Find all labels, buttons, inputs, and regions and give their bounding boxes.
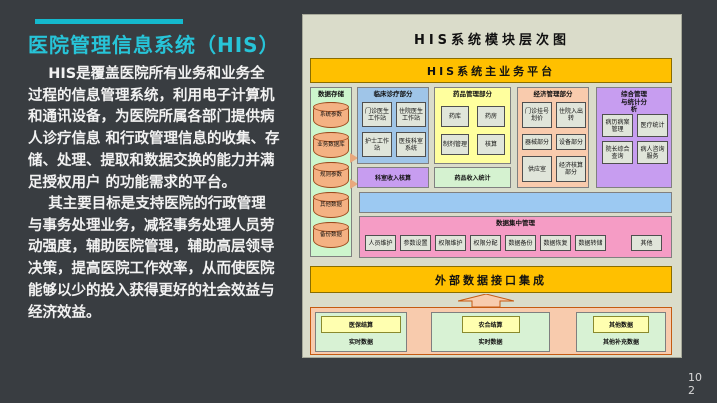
diagram-title: HIS系统模块层次图 (413, 33, 571, 48)
drug-management-panel: 药品管理部分 药库 药房 制剂管理 核算 (434, 87, 511, 164)
module-box: 器械部分 (522, 134, 552, 150)
module-box: 其他 (631, 235, 662, 251)
module-box: 设备部分 (556, 134, 586, 150)
database-cylinder: 其他数据 (313, 192, 349, 218)
settlement-box: 农合结算 (461, 316, 520, 333)
module-box: 数据转储 (575, 235, 606, 251)
module-box: 权限维护 (435, 235, 466, 251)
module-box: 药库 (441, 106, 469, 127)
module-box: 参数设置 (400, 235, 431, 251)
module-box: 医疗统计 (637, 114, 668, 137)
module-box: 数据恢复 (540, 235, 571, 251)
page-title: 医院管理信息系统（HIS） (28, 33, 280, 57)
drug-panel-title: 药品管理部分 (453, 90, 492, 98)
economic-management-panel: 经济管理部分 门诊挂号划价 住院入出转 器械部分 设备部分 供应室 经济核算部分 (517, 87, 589, 188)
module-box: 药房 (477, 106, 505, 127)
comprehensive-panel-title: 综合管理与统计分析 (621, 90, 647, 113)
his-module-diagram: HIS系统模块层次图 HIS系统主业务平台 数据存储 系统参数 业务数据库 规则… (302, 14, 682, 358)
module-box: 门诊挂号划价 (522, 102, 552, 128)
platform-banner: HIS系统主业务平台 (310, 58, 672, 83)
settlement-caption: 实时数据 (478, 339, 503, 346)
data-management-title: 数据集中管理 (496, 219, 535, 227)
storage-panel-title: 数据存储 (318, 90, 344, 98)
module-box: 住院入出转 (556, 102, 586, 128)
settlement-caption: 其他补充数据 (602, 339, 639, 346)
module-box: 制剂管理 (441, 134, 469, 155)
body-paragraph-2: 其主要目标是支持医院的行政管理 与事务处理业务，减轻事务处理人员劳 动强度，辅助… (28, 196, 275, 321)
settlement-panel: 医保结算 实时数据 农合结算 实时数据 其他数据 其他补充数据 (310, 307, 672, 355)
module-box: 病人咨询服务 (637, 141, 668, 164)
database-cylinder: 规则参数 (313, 162, 349, 188)
module-box: 权限分配 (470, 235, 501, 251)
module-box: 护士工作站 (362, 132, 392, 157)
external-interface-banner: 外部数据接口集成 (310, 266, 672, 293)
right-arrow-connector-icon (350, 179, 358, 189)
module-box: 院长综合查询 (602, 141, 633, 164)
module-box: 核算 (477, 134, 505, 155)
data-storage-panel: 数据存储 系统参数 业务数据库 规则参数 其他数据 备份数据 (310, 87, 352, 257)
module-box: 供应室 (522, 156, 552, 182)
data-management-panel: 数据集中管理 人员维护 参数设置 权限维护 权限分配 数据备份 数据恢复 数据转… (359, 216, 672, 258)
page-number: 102 (688, 371, 702, 397)
settlement-caption: 实时数据 (348, 339, 373, 346)
module-box: 经济核算部分 (556, 156, 586, 182)
clinical-panel-title: 临床诊疗部分 (373, 90, 413, 98)
title-accent-bar (35, 19, 183, 24)
settlement-group: 医保结算 实时数据 (315, 312, 407, 352)
settlement-box: 其他数据 (593, 316, 649, 333)
module-box: 人员维护 (365, 235, 396, 251)
clinical-treatment-panel: 临床诊疗部分 门诊医生工作站 住院医生工作站 护士工作站 医技科室系统 (357, 87, 429, 164)
module-box: 数据备份 (505, 235, 536, 251)
database-cylinder: 备份数据 (313, 222, 349, 248)
settlement-group: 其他数据 其他补充数据 (576, 312, 666, 352)
body-paragraph-1: HIS是覆盖医院所有业务和业务全 过程的信息管理系统，利用电子计算机 和通讯设备… (28, 66, 280, 191)
blue-spacer-bar (359, 192, 672, 213)
database-cylinder: 业务数据库 (313, 132, 349, 158)
module-box: 病历病案管理 (602, 114, 633, 137)
drug-revenue-bar: 药品收入统计 (434, 167, 511, 188)
module-box: 住院医生工作站 (396, 102, 426, 127)
module-box: 医技科室系统 (396, 132, 426, 157)
dept-revenue-bar: 科室收入核算 (357, 167, 429, 188)
block-arrow-up-icon (458, 294, 514, 307)
settlement-box: 医保结算 (321, 316, 401, 333)
module-box: 门诊医生工作站 (362, 102, 392, 127)
economic-panel-title: 经济管理部分 (533, 90, 573, 98)
comprehensive-statistics-panel: 综合管理与统计分析 病历病案管理 医疗统计 院长综合查询 病人咨询服务 (596, 87, 672, 188)
right-arrow-connector-icon (350, 153, 358, 163)
database-cylinder: 系统参数 (313, 102, 349, 128)
settlement-group: 农合结算 实时数据 (431, 312, 550, 352)
